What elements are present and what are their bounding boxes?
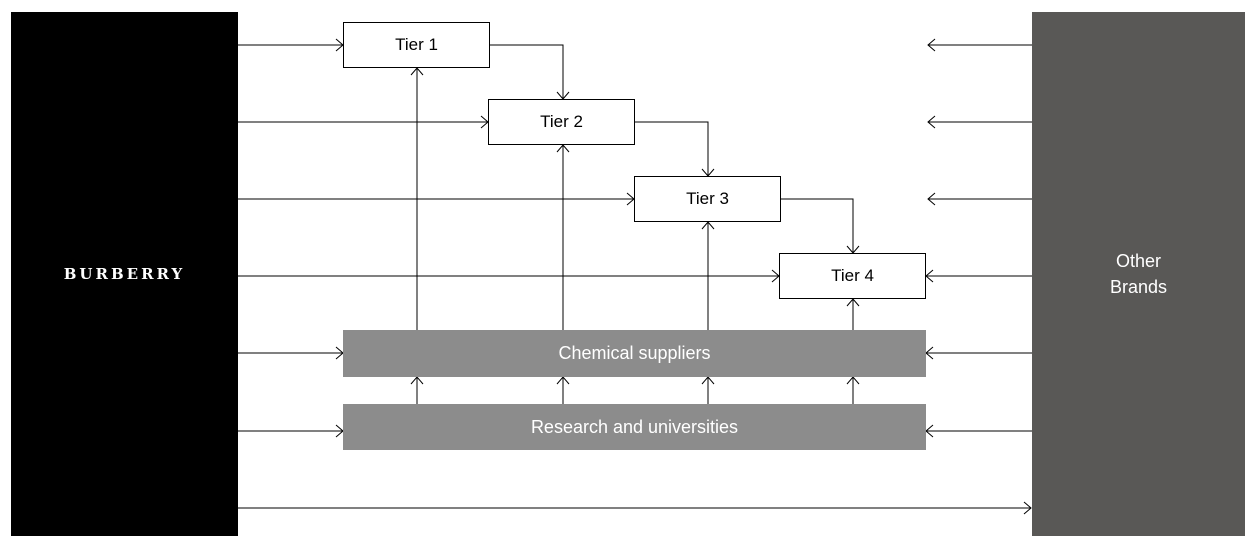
tier-1-label: Tier 1 bbox=[395, 35, 438, 54]
chemical-suppliers-bar: Chemical suppliers bbox=[343, 330, 926, 377]
arrow-tier3-tier4 bbox=[781, 198, 854, 253]
tier-2-box: Tier 2 bbox=[488, 99, 635, 145]
tier-3-label: Tier 3 bbox=[686, 189, 729, 208]
arrow-tier1-tier2 bbox=[490, 44, 564, 99]
tier-1-box: Tier 1 bbox=[343, 22, 490, 68]
arrow-tier2-tier3 bbox=[635, 121, 709, 176]
research-universities-label: Research and universities bbox=[530, 416, 739, 437]
tier-2-label: Tier 2 bbox=[540, 112, 583, 131]
burberry-panel: BURBERRY bbox=[11, 12, 238, 536]
tier-4-box: Tier 4 bbox=[779, 253, 926, 299]
tier-4-label: Tier 4 bbox=[831, 266, 874, 285]
other-brands-panel: Other Brands bbox=[1032, 12, 1245, 536]
other-brands-label: Other Brands bbox=[1109, 251, 1168, 297]
tier-3-box: Tier 3 bbox=[634, 176, 781, 222]
burberry-logo: BURBERRY bbox=[63, 265, 186, 283]
chemical-suppliers-label: Chemical suppliers bbox=[558, 343, 711, 363]
research-universities-bar: Research and universities bbox=[343, 404, 926, 450]
